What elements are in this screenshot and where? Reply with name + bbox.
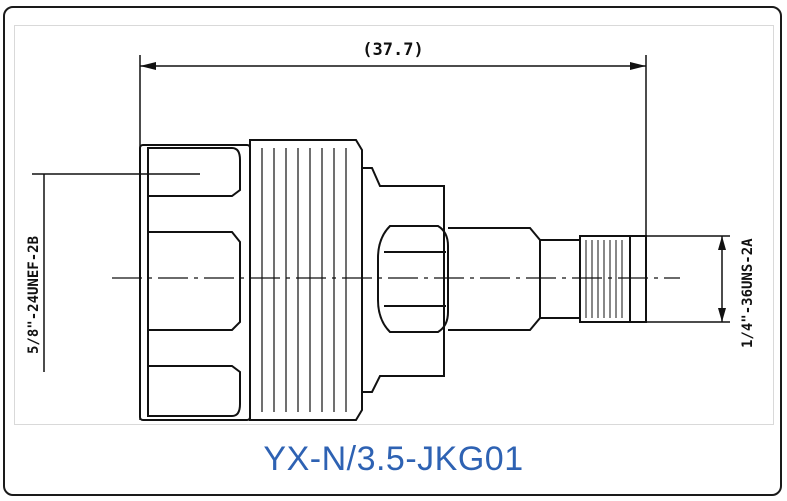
- threaded-end: [579, 235, 647, 323]
- knurled-body: [249, 139, 363, 421]
- left-thread-callout: 5/8"-24UNEF-2B: [26, 173, 200, 372]
- coupling-nut: [139, 144, 251, 421]
- right-thread-label: 1/4"-36UNS-2A: [740, 238, 756, 348]
- shoulder: [362, 167, 445, 393]
- reducer-sleeve: [448, 227, 581, 331]
- right-thread-callout: 1/4"-36UNS-2A: [646, 235, 756, 348]
- overall-length-label: (37.7): [362, 40, 423, 60]
- overall-dimension: (37.7): [139, 40, 647, 420]
- left-thread-label: 5/8"-24UNEF-2B: [26, 236, 42, 354]
- body-hex: [377, 225, 449, 333]
- part-number-caption: YX-N/3.5-JKG01: [263, 440, 524, 478]
